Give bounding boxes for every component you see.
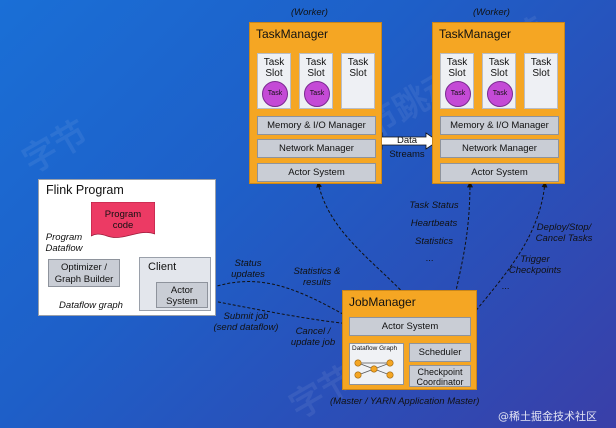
task-slot-label: Task Slot (347, 57, 369, 79)
jobmanager-title: JobManager (349, 295, 416, 309)
client-title: Client (148, 261, 177, 273)
worker-caption-right: (Worker) (473, 7, 510, 18)
task-circle: Task (487, 81, 513, 107)
task-circle: Task (304, 81, 330, 107)
label-dots-mid: ... (426, 253, 434, 264)
task-slot-label: Task Slot (263, 57, 285, 79)
network-manager: Network Manager (257, 139, 376, 158)
scheduler: Scheduler (409, 343, 471, 362)
task-slot: Task Slot (524, 53, 558, 109)
program-code-shape (91, 202, 155, 238)
dataflow-graph-title: Dataflow Graph (352, 345, 398, 352)
label-task-status: Task Status (409, 200, 459, 211)
label-deploy: Deploy/Stop/ Cancel Tasks (535, 222, 593, 244)
site-watermark: @稀土掘金技术社区 (498, 410, 597, 423)
label-stats-results: Statistics & results (293, 266, 341, 288)
program-code-label: Program code (104, 209, 142, 231)
jobmanager-caption: (Master / YARN Application Master) (330, 396, 480, 407)
label-submit-job: Submit job (send dataflow) (213, 311, 279, 333)
worker-caption-left: (Worker) (291, 7, 328, 18)
task-circle: Task (445, 81, 471, 107)
network-manager: Network Manager (440, 139, 559, 158)
task-slot: Task Slot Task (482, 53, 516, 109)
label-status-updates: Status updates (231, 258, 265, 280)
client-actor-system: Actor System (156, 282, 208, 308)
arrow-jm-tm-right (469, 181, 548, 319)
taskmanager-left-title: TaskManager (256, 27, 329, 41)
task-slot-label: Task Slot (446, 57, 468, 79)
task-slot-label: Task Slot (305, 57, 327, 79)
task-slot-label: Task Slot (488, 57, 510, 79)
flink-program-panel: Flink Program Program code Program Dataf… (38, 179, 216, 316)
dataflow-graph-icon (354, 359, 394, 379)
optimizer-graph-builder: Optimizer / Graph Builder (48, 259, 120, 287)
actor-system: Actor System (257, 163, 376, 182)
task-slot: Task Slot Task (299, 53, 333, 109)
task-slot: Task Slot Task (440, 53, 474, 109)
checkpoint-coordinator: Checkpoint Coordinator (409, 365, 471, 387)
dataflow-graph-box: Dataflow Graph (349, 343, 404, 385)
label-trigger: Trigger Checkpoints (508, 254, 562, 276)
taskmanager-right-title: TaskManager (439, 27, 512, 41)
data-streams-label: Data Streams (389, 135, 425, 160)
label-statistics: Statistics (414, 236, 453, 247)
arrow-client-jm-top (207, 281, 351, 319)
task-slot: Task Slot (341, 53, 375, 109)
label-program-dataflow: Program Dataflow (45, 232, 83, 254)
actor-system: Actor System (440, 163, 559, 182)
label-cancel-job: Cancel / update job (290, 326, 336, 348)
memory-io-manager: Memory & I/O Manager (440, 116, 559, 135)
label-heartbeats: Heartbeats (410, 218, 458, 229)
taskmanager-right: TaskManager Task Slot Task Task Slot Tas… (432, 22, 565, 184)
jobmanager-actor-system: Actor System (349, 317, 471, 336)
label-dataflow-graph: Dataflow graph (59, 300, 123, 311)
arrow-tm-left-jm (316, 181, 426, 319)
memory-io-manager: Memory & I/O Manager (257, 116, 376, 135)
task-circle: Task (262, 81, 288, 107)
task-slot-label: Task Slot (530, 57, 552, 79)
client-box: Client Actor System (139, 257, 211, 311)
jobmanager: JobManager Actor System Dataflow Graph S… (342, 290, 477, 390)
arrow-client-jm-bottom (207, 299, 351, 327)
label-dots-right: ... (502, 281, 510, 292)
flink-program-title: Flink Program (46, 183, 124, 197)
task-slot: Task Slot Task (257, 53, 291, 109)
taskmanager-left: TaskManager Task Slot Task Task Slot Tas… (249, 22, 382, 184)
